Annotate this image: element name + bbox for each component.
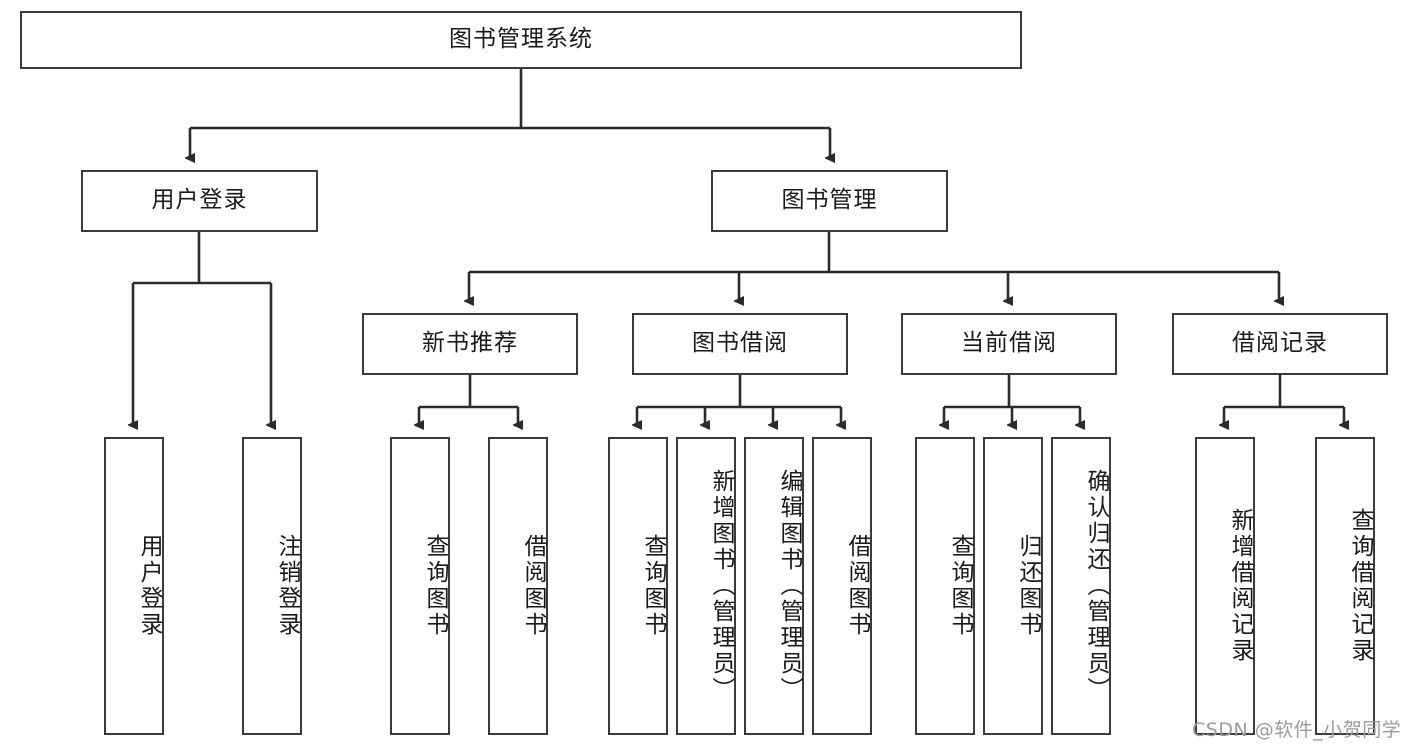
node-leaf-add-book-admin[interactable]: 新增图书（管理员）: [676, 437, 736, 735]
node-leaf-edit-book-admin[interactable]: 编辑图书（管理员）: [744, 437, 804, 735]
node-book-manage-label: 图书管理: [781, 187, 878, 214]
node-leaf-user-login-label: 用户登录: [136, 534, 162, 638]
node-root[interactable]: 图书管理系统: [20, 11, 1022, 69]
node-user-login-label: 用户登录: [151, 187, 248, 214]
node-leaf-borrow-book-rec-label: 借阅图书: [520, 534, 546, 638]
node-leaf-borrow-book-rec[interactable]: 借阅图书: [488, 437, 548, 735]
node-new-book-rec[interactable]: 新书推荐: [362, 313, 578, 375]
node-leaf-add-borrow-record-label: 新增借阅记录: [1227, 508, 1253, 664]
node-leaf-query-book-current-label: 查询图书: [947, 534, 973, 638]
node-leaf-borrow-book[interactable]: 借阅图书: [812, 437, 872, 735]
node-book-manage[interactable]: 图书管理: [711, 170, 948, 232]
node-leaf-logout-label: 注销登录: [274, 534, 300, 638]
node-leaf-user-login[interactable]: 用户登录: [104, 437, 164, 735]
node-user-login[interactable]: 用户登录: [81, 170, 318, 232]
node-borrow-record-label: 借阅记录: [1232, 330, 1328, 357]
watermark: CSDN @软件_小贺同学: [1192, 719, 1402, 741]
node-leaf-query-book-borrow-label: 查询图书: [640, 534, 666, 638]
node-leaf-query-book-borrow[interactable]: 查询图书: [608, 437, 668, 735]
node-leaf-query-book-rec[interactable]: 查询图书: [390, 437, 450, 735]
node-current-borrow[interactable]: 当前借阅: [901, 313, 1117, 375]
node-new-book-rec-label: 新书推荐: [422, 330, 518, 357]
node-book-borrow[interactable]: 图书借阅: [632, 313, 848, 375]
node-leaf-add-book-admin-label: 新增图书（管理员）: [708, 469, 734, 703]
node-leaf-edit-book-admin-label: 编辑图书（管理员）: [776, 469, 802, 703]
node-leaf-query-borrow-record[interactable]: 查询借阅记录: [1315, 437, 1375, 735]
node-leaf-query-book-rec-label: 查询图书: [422, 534, 448, 638]
node-root-label: 图书管理系统: [449, 26, 593, 53]
node-leaf-return-book-label: 归还图书: [1015, 534, 1041, 638]
node-leaf-return-book[interactable]: 归还图书: [983, 437, 1043, 735]
node-leaf-query-borrow-record-label: 查询借阅记录: [1347, 508, 1373, 664]
node-leaf-confirm-return-admin-label: 确认归还（管理员）: [1083, 469, 1109, 703]
node-leaf-query-book-current[interactable]: 查询图书: [915, 437, 975, 735]
node-book-borrow-label: 图书借阅: [692, 330, 788, 357]
node-borrow-record[interactable]: 借阅记录: [1172, 313, 1388, 375]
node-leaf-add-borrow-record[interactable]: 新增借阅记录: [1195, 437, 1255, 735]
node-current-borrow-label: 当前借阅: [961, 330, 1057, 357]
node-leaf-confirm-return-admin[interactable]: 确认归还（管理员）: [1051, 437, 1111, 735]
node-leaf-borrow-book-label: 借阅图书: [844, 534, 870, 638]
node-leaf-logout[interactable]: 注销登录: [242, 437, 302, 735]
